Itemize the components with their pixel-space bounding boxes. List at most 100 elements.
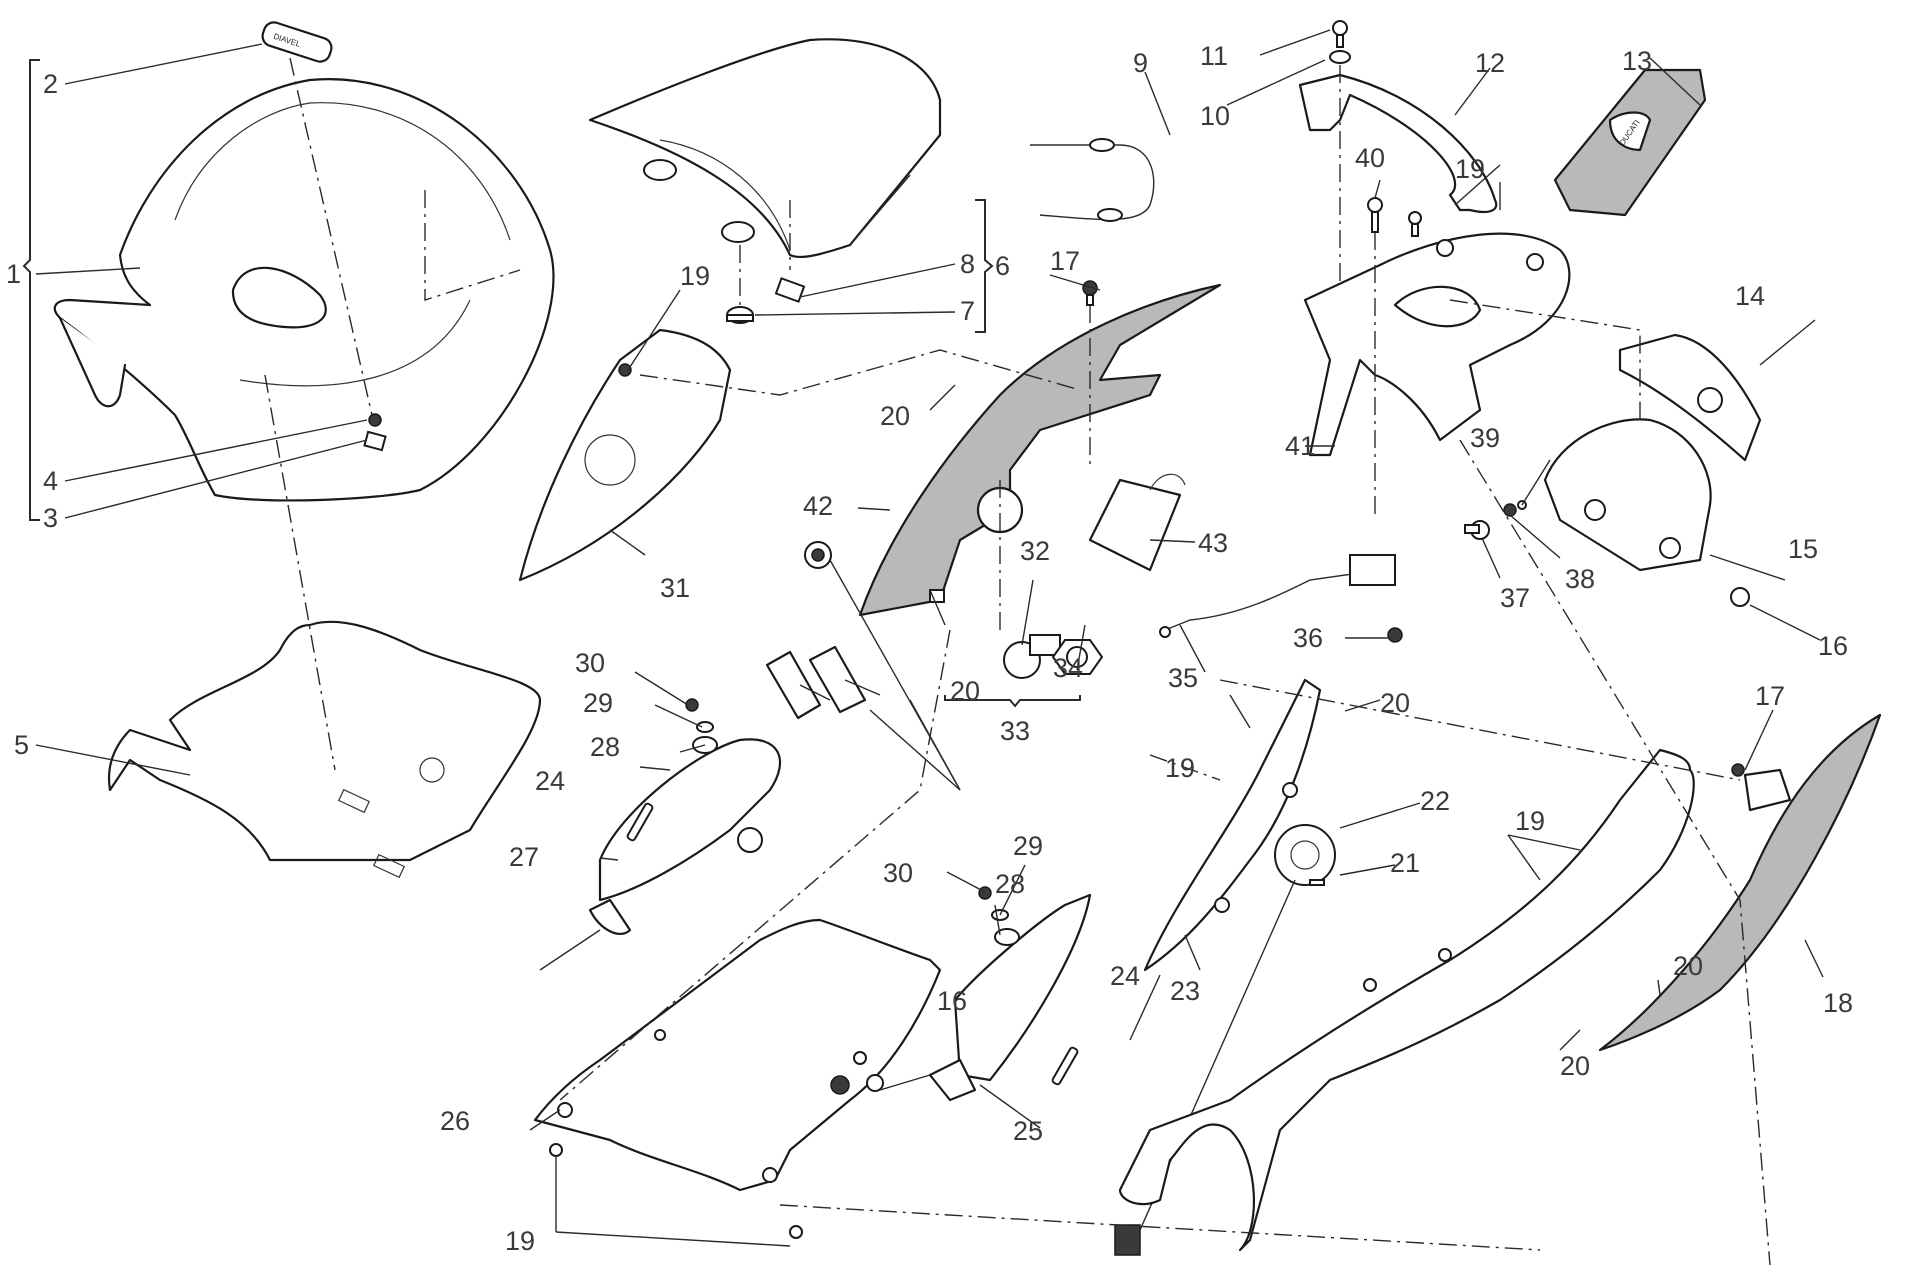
callout-24-right: 24 [1110, 961, 1140, 991]
seat-lock [1088, 473, 1186, 572]
screw-36 [1387, 627, 1403, 643]
callout-43: 43 [1198, 528, 1228, 558]
callout-30-right: 30 [883, 858, 913, 888]
washer-10 [1329, 50, 1351, 64]
callout-19-tray: 19 [505, 1226, 535, 1256]
callout-40: 40 [1355, 143, 1385, 173]
callout-17-right: 17 [1755, 681, 1785, 711]
rear-subframe[interactable] [1118, 748, 1695, 1252]
screw-16-tray [866, 1074, 884, 1092]
callout-10: 10 [1200, 101, 1230, 131]
lock-ring-32 [1003, 634, 1061, 679]
key-1 [765, 650, 831, 720]
callout-36: 36 [1293, 623, 1323, 653]
callout-15: 15 [1788, 534, 1818, 564]
screw-19-31 [618, 363, 632, 377]
side-panel-23[interactable] [1143, 678, 1322, 972]
callout-5: 5 [14, 730, 29, 760]
grey-tail-panel-18[interactable] [1598, 713, 1882, 1052]
screw-37 [1464, 520, 1490, 540]
lock-cylinder [804, 541, 832, 569]
screw-19-top [1408, 211, 1422, 237]
callout-20-panel: 20 [1380, 688, 1410, 718]
subframe-bracket[interactable] [1303, 232, 1571, 457]
callout-25: 25 [1013, 1116, 1043, 1146]
callout-31: 31 [660, 573, 690, 603]
pin-24-left [626, 802, 654, 842]
screw-40 [1367, 197, 1383, 233]
callout-19-subframe: 19 [1515, 806, 1545, 836]
callout-19-bracket: 19 [1455, 154, 1485, 184]
callout-12: 12 [1475, 48, 1505, 78]
screw-17-top [1082, 280, 1098, 306]
undertray-26[interactable] [533, 918, 942, 1192]
callout-42: 42 [803, 491, 833, 521]
callout-14: 14 [1735, 281, 1765, 311]
ducati-pouch: DUCATI [1553, 68, 1707, 217]
callout-19-side-cover: 19 [680, 261, 710, 291]
clip-8 [774, 277, 806, 303]
callout-19-panel: 19 [1165, 753, 1195, 783]
callout-3: 3 [43, 503, 58, 533]
callout-38: 38 [1565, 564, 1595, 594]
latch-36 [1349, 554, 1396, 586]
grommet-4 [368, 413, 382, 427]
screw-19-bottom-right [789, 1225, 803, 1239]
clip-3 [363, 430, 387, 452]
callout-17-top: 17 [1050, 246, 1080, 276]
callout-28-left: 28 [590, 732, 620, 762]
nut-38 [1503, 503, 1517, 517]
rubber-bumper-7 [726, 306, 754, 324]
callout-13: 13 [1622, 46, 1652, 76]
latch-cable-35 [1159, 569, 1381, 638]
bracket-25[interactable] [879, 893, 1092, 1102]
screw-16-right [1730, 587, 1750, 607]
callout-4: 4 [43, 466, 58, 496]
grommet-28-right [994, 928, 1020, 946]
tail-light-14[interactable] [1618, 333, 1762, 462]
tail-cover-15[interactable] [1543, 418, 1712, 572]
grab-handle[interactable] [1298, 73, 1498, 214]
callout-27: 27 [509, 842, 539, 872]
callout-20-top: 20 [880, 401, 910, 431]
rider-seat[interactable] [53, 78, 555, 502]
callout-39: 39 [1470, 423, 1500, 453]
key-2 [808, 645, 881, 714]
callout-22: 22 [1420, 786, 1450, 816]
callout-20-right-lower: 20 [1560, 1051, 1590, 1081]
callout-35: 35 [1168, 663, 1198, 693]
washer-29-left [696, 721, 714, 733]
callout-29-left: 29 [583, 688, 613, 718]
callout-9: 9 [1133, 48, 1148, 78]
callout-26: 26 [440, 1106, 470, 1136]
seat-base[interactable] [107, 620, 542, 879]
callout-24-left: 24 [535, 766, 565, 796]
nut-30-left [685, 698, 699, 712]
grey-side-panel[interactable] [858, 283, 1222, 617]
pin-24-right [1051, 1046, 1079, 1086]
passenger-seat[interactable] [588, 38, 942, 259]
callout-6: 6 [995, 251, 1010, 281]
bracket-27[interactable] [539, 738, 782, 971]
callout-20-right-upper: 20 [1673, 951, 1703, 981]
callout-11: 11 [1200, 41, 1228, 71]
helmet-cable [1030, 138, 1155, 222]
callout-21: 21 [1390, 848, 1420, 878]
callout-20-lock: 20 [950, 676, 980, 706]
callout-41: 41 [1285, 431, 1315, 461]
leader-lines [35, 29, 1824, 1247]
screw-19-bottom-left [549, 1143, 563, 1157]
callout-33: 33 [1000, 716, 1030, 746]
callout-8: 8 [960, 249, 975, 279]
callout-28-right: 28 [995, 869, 1025, 899]
seat-badge: DIAVEL [261, 21, 333, 63]
callout-2: 2 [43, 69, 58, 99]
side-cover-31[interactable] [518, 328, 732, 582]
callout-34: 34 [1053, 653, 1083, 683]
callout-16-tray: 16 [937, 986, 967, 1016]
callout-7: 7 [960, 296, 975, 326]
nut-30-right [978, 886, 992, 900]
callout-1: 1 [6, 259, 21, 289]
callout-29-right: 29 [1013, 831, 1043, 861]
